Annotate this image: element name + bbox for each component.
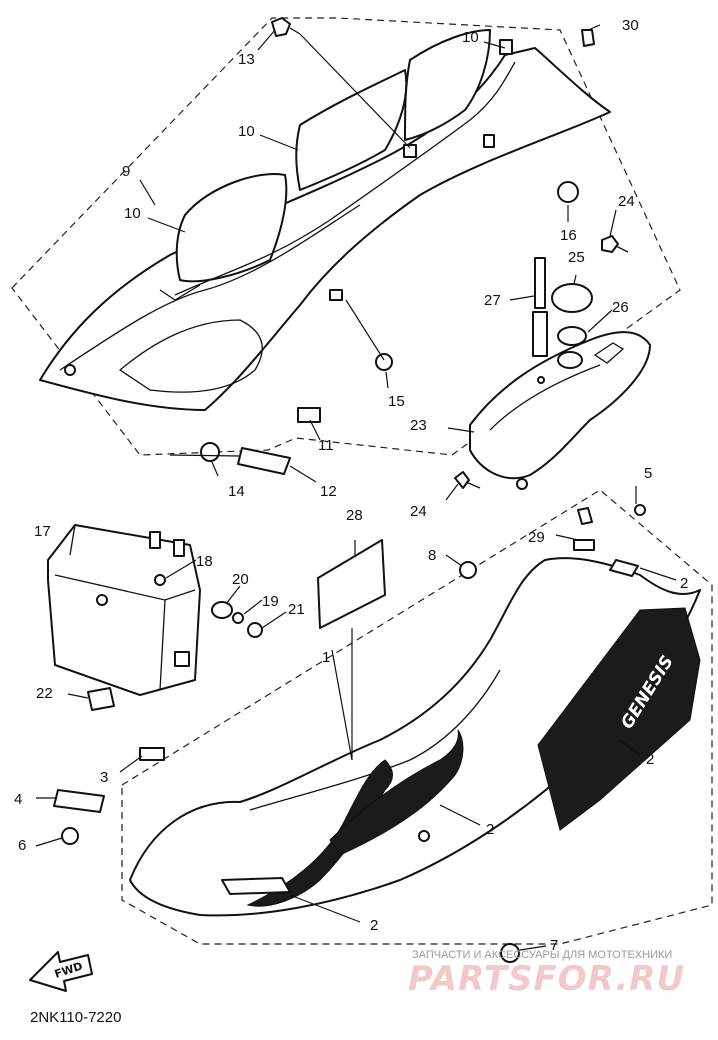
callout-17: 17 (34, 523, 51, 540)
callout-2-right: 2 (680, 575, 688, 592)
callout-16: 16 (560, 227, 577, 244)
callout-1: 1 (322, 649, 330, 666)
watermark-brand: PARTSFOR.RU (408, 959, 685, 999)
callout-7: 7 (550, 937, 558, 954)
callout-6: 6 (18, 837, 26, 854)
callout-19: 19 (262, 593, 279, 610)
callout-24-bottom: 24 (410, 503, 427, 520)
callout-5: 5 (644, 465, 652, 482)
callout-11: 11 (318, 437, 334, 454)
fwd-arrow: FWD (29, 951, 93, 992)
callout-20: 20 (232, 571, 249, 588)
callout-12: 12 (320, 483, 337, 500)
label-card (317, 539, 386, 629)
callout-10-left: 10 (124, 205, 141, 222)
tail-cover-upper (39, 29, 611, 411)
callout-22: 22 (36, 685, 53, 702)
upper-hardware (200, 17, 629, 475)
callout-23: 23 (410, 417, 427, 434)
battery-box (47, 524, 263, 711)
watermark-caption: ЗАПЧАСТИ И АКСЕССУАРЫ ДЛЯ МОТОТЕХНИКИ (412, 949, 672, 961)
callout-labels: 13 10 30 10 9 10 16 24 25 27 26 15 23 11… (14, 17, 688, 954)
callout-24-top: 24 (618, 193, 635, 210)
callout-9: 9 (122, 163, 130, 180)
callout-4: 4 (14, 791, 22, 808)
callout-21: 21 (288, 601, 305, 618)
callout-18: 18 (196, 553, 213, 570)
callout-10-mid: 10 (238, 123, 255, 140)
callout-27: 27 (484, 292, 501, 309)
watermark: ЗАПЧАСТИ И АКСЕССУАРЫ ДЛЯ МОТОТЕХНИКИ PA… (408, 949, 685, 999)
callout-30: 30 (622, 17, 639, 34)
callout-2-bottom: 2 (370, 917, 378, 934)
callout-10-top: 10 (462, 29, 479, 46)
side-cover: GENESIS (53, 504, 701, 963)
callout-3: 3 (100, 769, 108, 786)
callout-26: 26 (612, 299, 629, 316)
tool-case (454, 257, 651, 490)
drawing-code: 2NK110-7220 (30, 1009, 121, 1026)
callout-8: 8 (428, 547, 436, 564)
callout-29: 29 (528, 529, 545, 546)
callout-2-mid: 2 (486, 821, 494, 838)
callout-13: 13 (238, 51, 255, 68)
callout-25: 25 (568, 249, 585, 266)
callout-14: 14 (228, 483, 245, 500)
callout-2-decal: 2 (646, 751, 654, 768)
callout-28: 28 (346, 507, 363, 524)
leader-lines (35, 24, 677, 951)
callout-15: 15 (388, 393, 405, 410)
